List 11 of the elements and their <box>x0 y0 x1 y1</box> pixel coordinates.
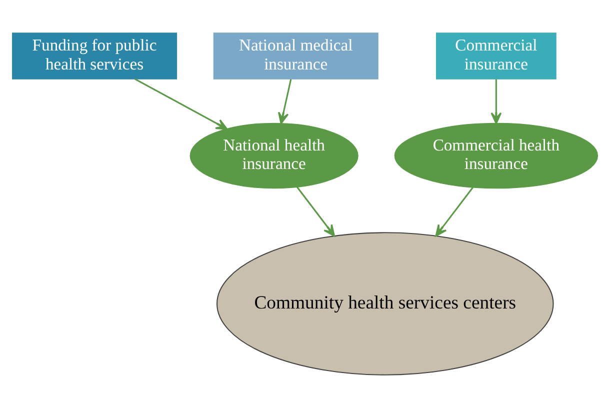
node-ellipse: Commercial health insurance <box>394 122 598 188</box>
node-ellipse: National health insurance <box>190 122 358 188</box>
arrow <box>435 186 474 236</box>
node-box: Funding for public health services <box>12 32 178 79</box>
arrow <box>490 78 502 124</box>
node-box: Commercial insurance <box>436 32 556 79</box>
arrow <box>134 78 228 130</box>
node-box: National medical insurance <box>213 32 378 79</box>
node-ellipse: Community health services centers <box>216 232 554 375</box>
arrow <box>296 186 335 236</box>
arrow <box>278 78 292 124</box>
